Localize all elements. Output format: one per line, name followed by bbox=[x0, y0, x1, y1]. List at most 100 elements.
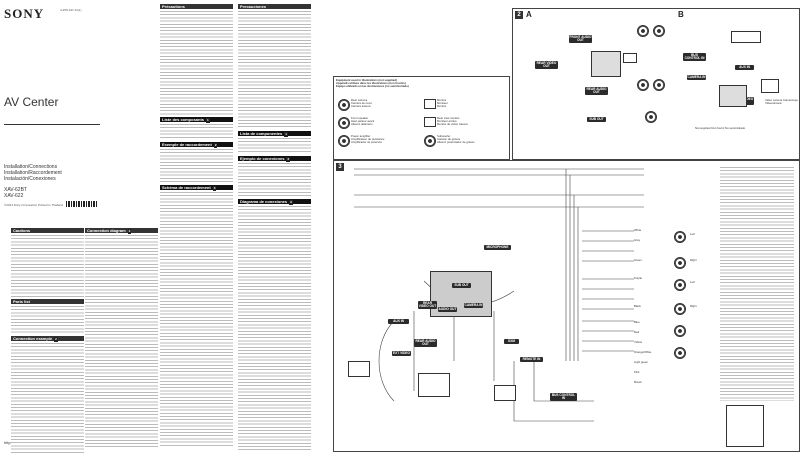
remote-in-label: REMOTE IN bbox=[520, 357, 543, 362]
section-header-cautions: Cautions bbox=[11, 228, 84, 233]
a-head-unit bbox=[591, 51, 621, 77]
rear-left-purple: Purple bbox=[634, 276, 643, 280]
equipment-title: Equipment used in illustrations (not sup… bbox=[336, 78, 409, 89]
a-front-speaker-left bbox=[637, 25, 649, 37]
rear-video-label: REAR VIDEO OUT bbox=[418, 300, 437, 310]
sxm-label: SXM bbox=[504, 339, 519, 344]
rear-audio-label: REAR AUDIO OUT bbox=[414, 338, 437, 348]
front-right-speaker bbox=[674, 257, 686, 269]
legend-subwoofer: Subwoofer Caisson de graves Altavoz pote… bbox=[437, 134, 475, 145]
example-fr-label: Exemple de raccordement bbox=[162, 142, 212, 147]
a-rear-audio-label: REAR AUDIO OUT bbox=[585, 86, 608, 96]
legend-rear-camera: Rear camera Caméra de recul Cámara trase… bbox=[351, 98, 372, 109]
parts-es-label: Lista de componentes bbox=[240, 131, 283, 136]
b-not-supplied-box bbox=[731, 31, 761, 43]
b-camera-in: CAMERA IN bbox=[687, 74, 706, 80]
legend-rear-speaker-icon bbox=[338, 135, 350, 147]
front-left-white: White bbox=[634, 228, 642, 232]
aux-in-label: AUX IN bbox=[388, 319, 409, 324]
install-title-block: Installation/Connections Installation/Ra… bbox=[4, 164, 62, 182]
model-1: XAV-62BT bbox=[4, 187, 27, 193]
front-right-green: Green bbox=[634, 258, 642, 262]
rear-left-speaker bbox=[674, 279, 686, 291]
b-video-camera-label: Video camera Caméscope Videocámara bbox=[765, 98, 798, 106]
barcode bbox=[66, 201, 98, 207]
precautions-fr-text bbox=[160, 11, 233, 115]
notes-column bbox=[720, 167, 794, 401]
rear-left-label: Left bbox=[690, 280, 695, 284]
install-line-es: Instalación/Conexiones bbox=[4, 176, 56, 182]
diagram-es-num: 3 bbox=[289, 200, 293, 205]
example-fr-num: 2 bbox=[213, 143, 218, 148]
rear-right-black: Black bbox=[634, 304, 641, 308]
connection-diagram-label: Connection diagram bbox=[87, 228, 126, 233]
connection-example-text bbox=[11, 343, 84, 453]
front-left-label: Left bbox=[690, 232, 695, 236]
connection-diagram-text bbox=[85, 235, 158, 447]
a-rear-speaker-right bbox=[653, 79, 665, 91]
ir-remote-box bbox=[494, 385, 516, 401]
legend-amp-icon bbox=[424, 117, 436, 127]
parts-fr-text bbox=[160, 124, 233, 140]
document-title: AV Center bbox=[4, 95, 59, 109]
a-rear-speaker-left bbox=[637, 79, 649, 91]
install-line-en: Installation/Connections bbox=[4, 164, 58, 170]
example-es-text bbox=[238, 163, 311, 197]
a-rear-video-label: REAR VIDEO OUT bbox=[535, 60, 558, 70]
diagram-2-number: 2 bbox=[515, 11, 523, 19]
aux-device bbox=[348, 361, 370, 377]
brand-logo: SONY bbox=[4, 6, 45, 21]
diagram-fr-text bbox=[160, 192, 233, 448]
front-right-label: Right bbox=[690, 258, 697, 262]
section-header-precautions-es: Precauciones bbox=[238, 4, 311, 9]
audio-out-label: AUDIO OUT bbox=[438, 306, 457, 312]
b-aux-in: AUX IN bbox=[735, 65, 754, 70]
legend-rear-monitor: Rear view monitor Moniteur arrière Monit… bbox=[437, 116, 468, 127]
model-block: XAV-62BT XAV-622 bbox=[4, 187, 27, 199]
a-subwoofer bbox=[645, 111, 657, 123]
a-amplifier bbox=[623, 53, 637, 63]
a-front-speaker-right bbox=[653, 25, 665, 37]
legend-rear-camera-icon bbox=[338, 99, 350, 111]
parts-list-text bbox=[11, 306, 84, 334]
connector-block bbox=[418, 373, 450, 397]
diagram-2-b: B bbox=[678, 10, 684, 19]
sub-out-label: SUB OUT bbox=[452, 283, 471, 288]
parts-fr-num: 1 bbox=[206, 118, 210, 123]
bus-control-label: BUS CONTROL IN bbox=[550, 392, 577, 402]
legend-rear-speaker: Power amplifier Amplificateur de puissan… bbox=[351, 134, 385, 145]
cautions-text bbox=[11, 235, 84, 297]
title-divider bbox=[4, 124, 100, 125]
legend-monitor: Monitor Moniteur Monitor bbox=[437, 98, 448, 109]
camera-in-label: CAMERA IN bbox=[464, 302, 483, 308]
connection-example-label: Connection example bbox=[13, 336, 53, 341]
diagram-es-text bbox=[238, 206, 311, 450]
diagram-2-frame: 2 A B FRONT AUDIO OUT REAR VIDEO OUT REA… bbox=[512, 8, 800, 160]
diagram-3-frame: 3 MICROPHONE SUB OUT AUDIO OUT REAR VIDE… bbox=[333, 160, 800, 452]
ext-video-label: EXT VIDEO bbox=[392, 350, 411, 356]
model-2: XAV-622 bbox=[4, 193, 24, 199]
wire-yellow: Yellow bbox=[634, 340, 642, 344]
b-not-supplied: Not supplied Non fourni No suministrado bbox=[695, 126, 746, 130]
example-es-num: 2 bbox=[286, 157, 291, 162]
reference-number: 4-259-197-11(1) bbox=[60, 8, 82, 12]
legend-monitor-icon bbox=[424, 99, 436, 109]
wire-orange: Orange/White bbox=[634, 350, 652, 354]
parts-fr-label: Liste des composants bbox=[162, 117, 205, 122]
diagram-2-a: A bbox=[526, 10, 532, 19]
front-left-speaker bbox=[674, 231, 686, 243]
legend-front-speaker-icon bbox=[338, 117, 350, 129]
connection-diagram-num: 3 bbox=[127, 229, 132, 234]
rear-right-speaker bbox=[674, 303, 686, 315]
diagram-fr-label: Schéma de raccordement bbox=[162, 185, 211, 190]
install-line-fr: Installation/Raccordement bbox=[4, 170, 62, 176]
